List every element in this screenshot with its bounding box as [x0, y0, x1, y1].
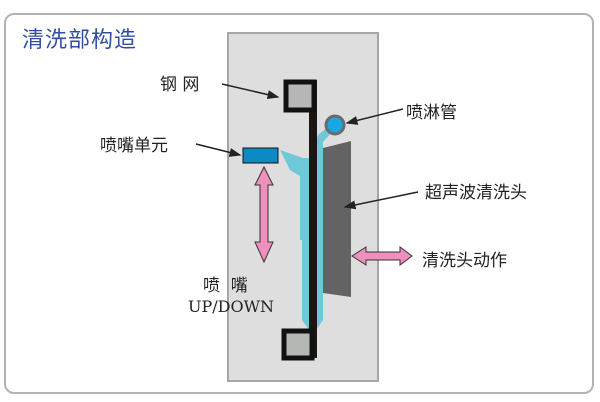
label-ultrasonic-head: 超声波清洗头 [425, 183, 527, 203]
leader-ultrasonic-head [343, 191, 419, 210]
label-spray-pipe: 喷淋管 [406, 103, 457, 123]
stencil-frame-top [283, 79, 317, 113]
spray-stream [280, 150, 303, 240]
label-stencil: 钢 网 [160, 75, 200, 95]
leader-spray-pipe [345, 108, 404, 125]
nozzle-unit [242, 147, 279, 164]
stencil-sheet [309, 80, 317, 358]
stencil-frame-bottom [281, 328, 315, 361]
spray-film-right [316, 125, 334, 330]
ultrasonic-head [323, 141, 351, 297]
label-nozzle-unit: 喷嘴单元 [100, 136, 168, 156]
head-motion-arrow [351, 246, 413, 266]
label-head-motion: 清洗头动作 [422, 251, 507, 271]
spray-pipe [324, 114, 346, 136]
label-nozzle-updown-cn: 喷 嘴 [203, 276, 248, 296]
nozzle-updown-arrow [254, 165, 274, 264]
diagram-title: 清洗部构造 [22, 28, 138, 53]
leader-stencil [221, 83, 280, 100]
leader-nozzle-unit [195, 143, 242, 157]
spray-film-left [302, 158, 309, 330]
label-nozzle-updown-en: UP/DOWN [188, 297, 275, 316]
